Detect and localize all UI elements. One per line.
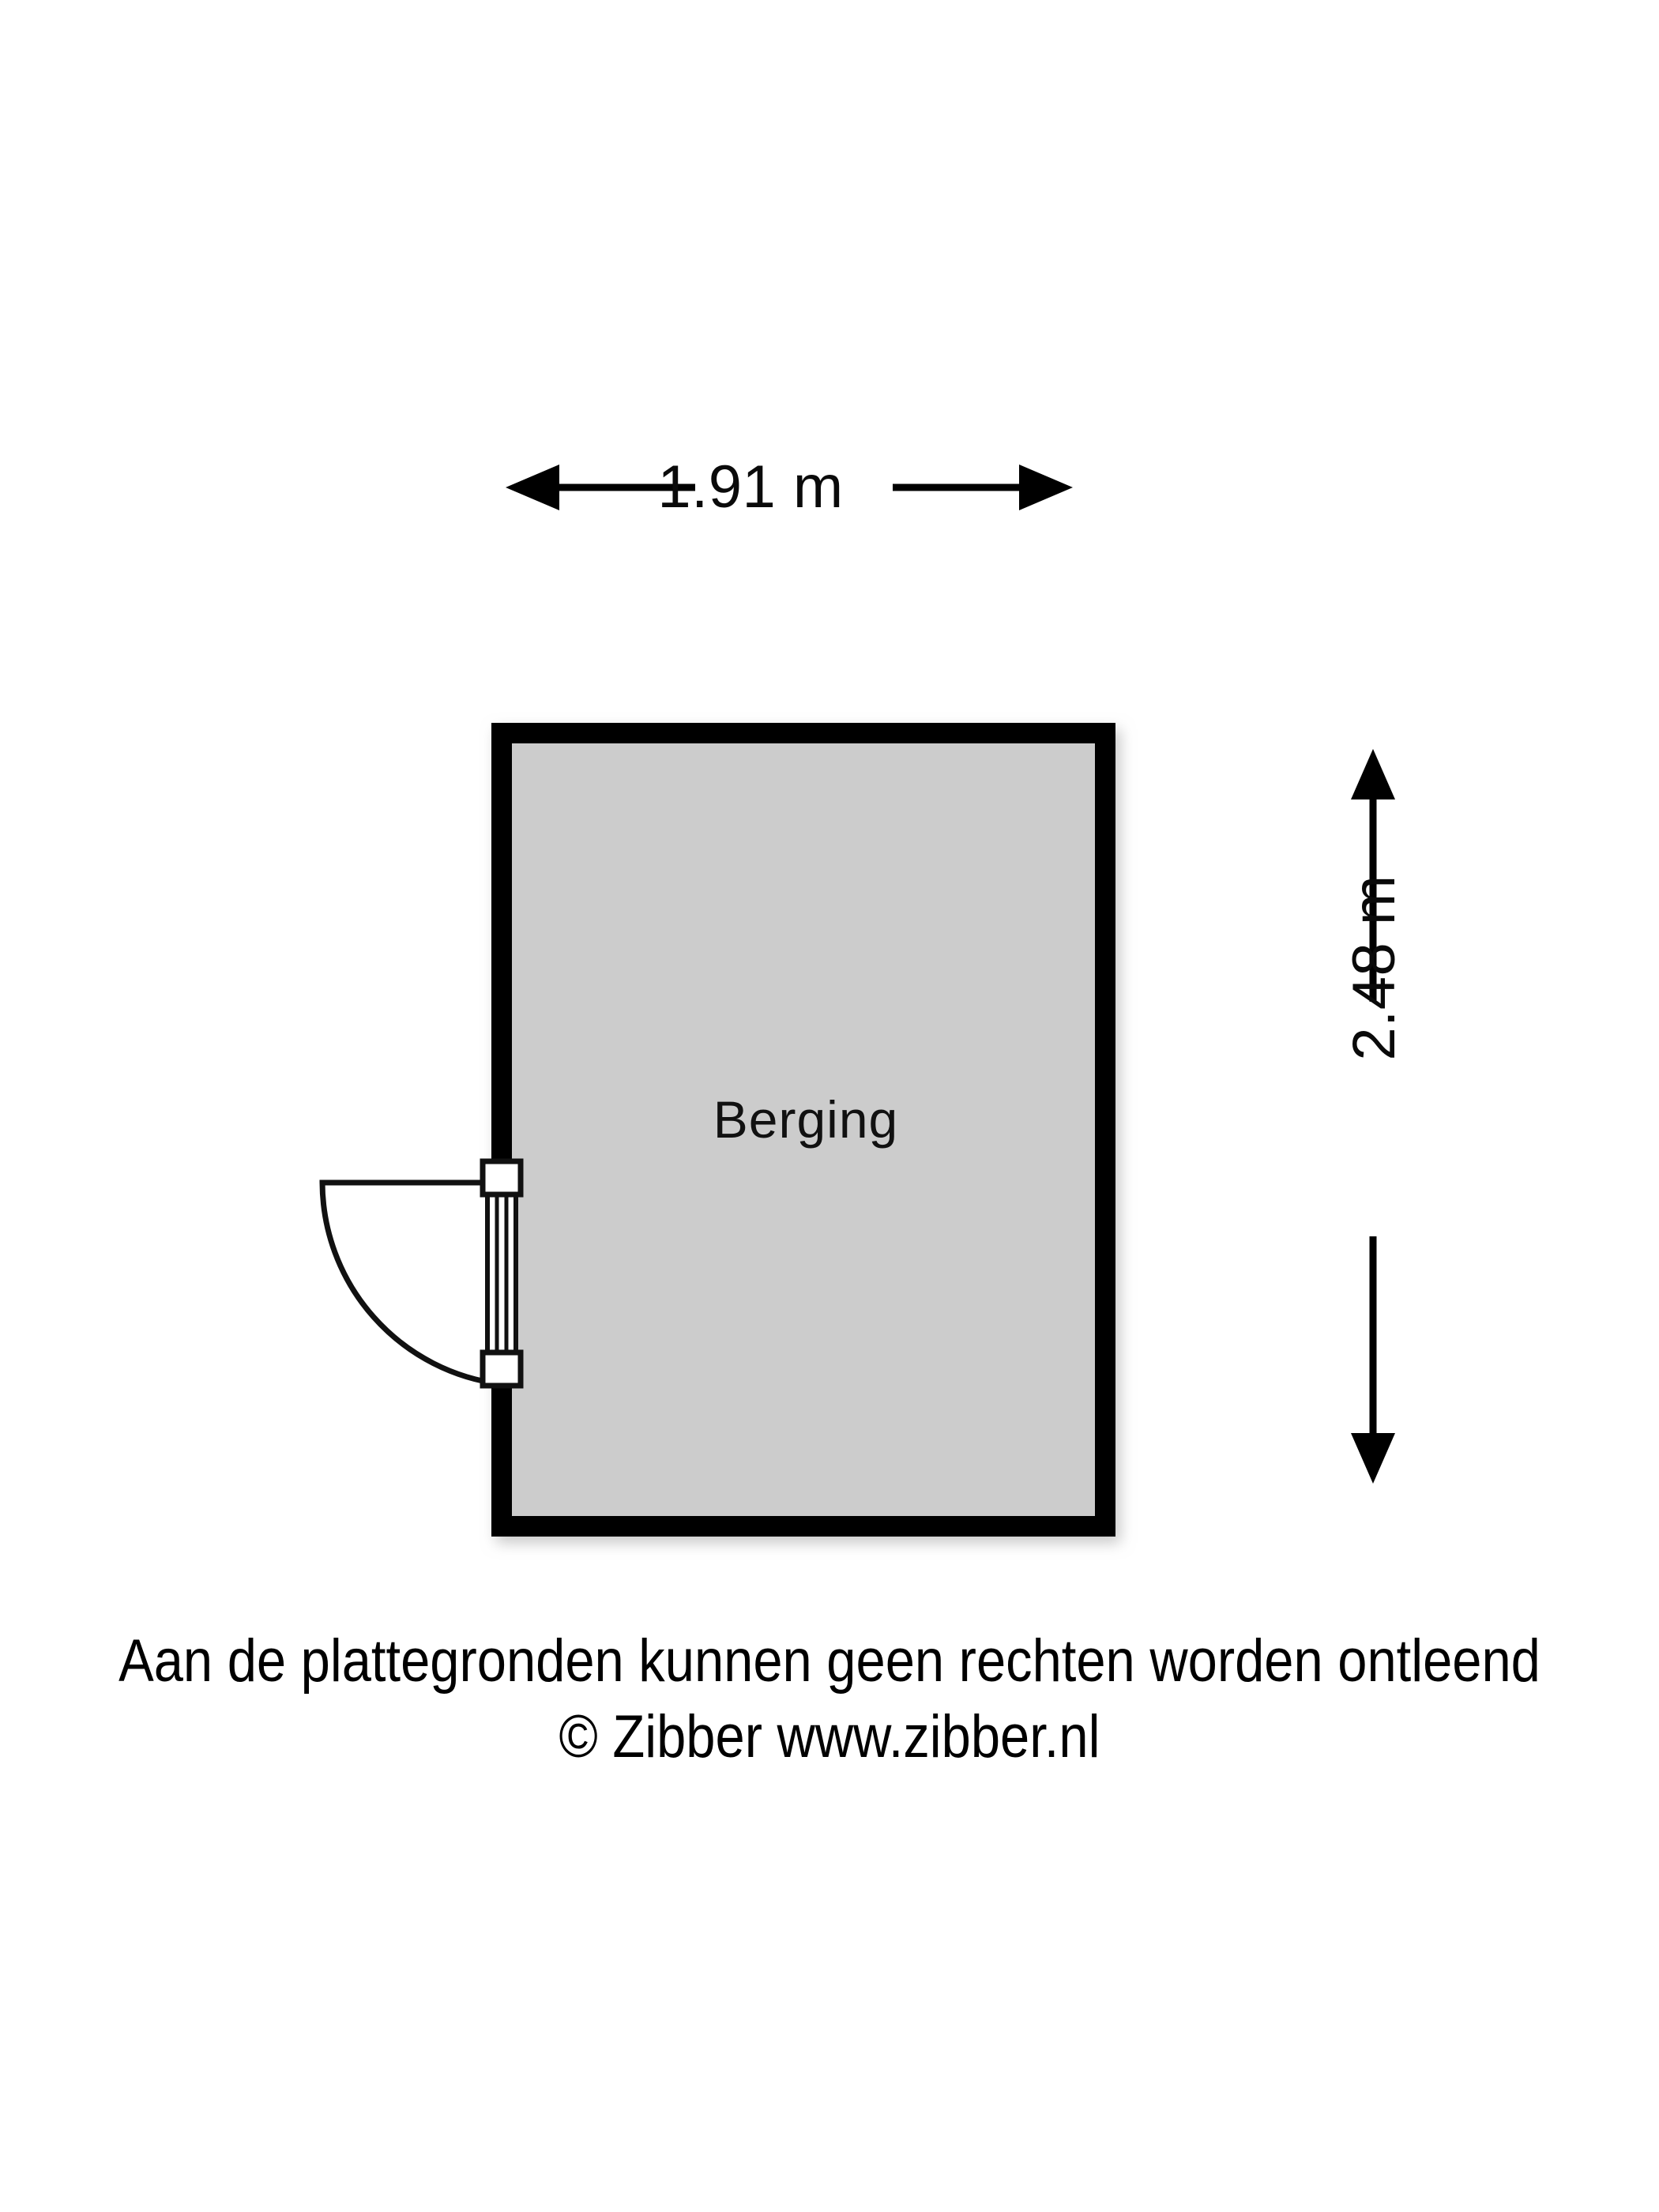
arrow-up-icon: [1351, 749, 1395, 799]
footer-disclaimer: Aan de plattegronden kunnen geen rechten…: [0, 1623, 1659, 1775]
arrow-left-icon: [506, 465, 559, 510]
footer-disclaimer-text: Aan de plattegronden kunnen geen rechten…: [118, 1627, 1540, 1695]
dimension-width-label: 1.91 m: [657, 453, 844, 521]
arrow-right-icon: [1019, 465, 1073, 510]
dimension-height-label: 2.48 m: [1341, 875, 1408, 1061]
footer-copyright-text: © Zibber www.zibber.nl: [559, 1703, 1100, 1770]
arrow-down-icon: [1351, 1433, 1395, 1484]
dimension-height: [1351, 749, 1395, 1484]
door-swing-arc: [319, 1179, 502, 1387]
door-jamb-top: [480, 1158, 524, 1198]
room-name-label: Berging: [713, 1090, 899, 1149]
door-left-wall: [319, 1158, 524, 1389]
door-jamb-bottom: [480, 1349, 524, 1389]
dimension-width: [506, 465, 1073, 510]
room-floor-fill: [512, 743, 1095, 1516]
room-berging: [491, 723, 1115, 1537]
